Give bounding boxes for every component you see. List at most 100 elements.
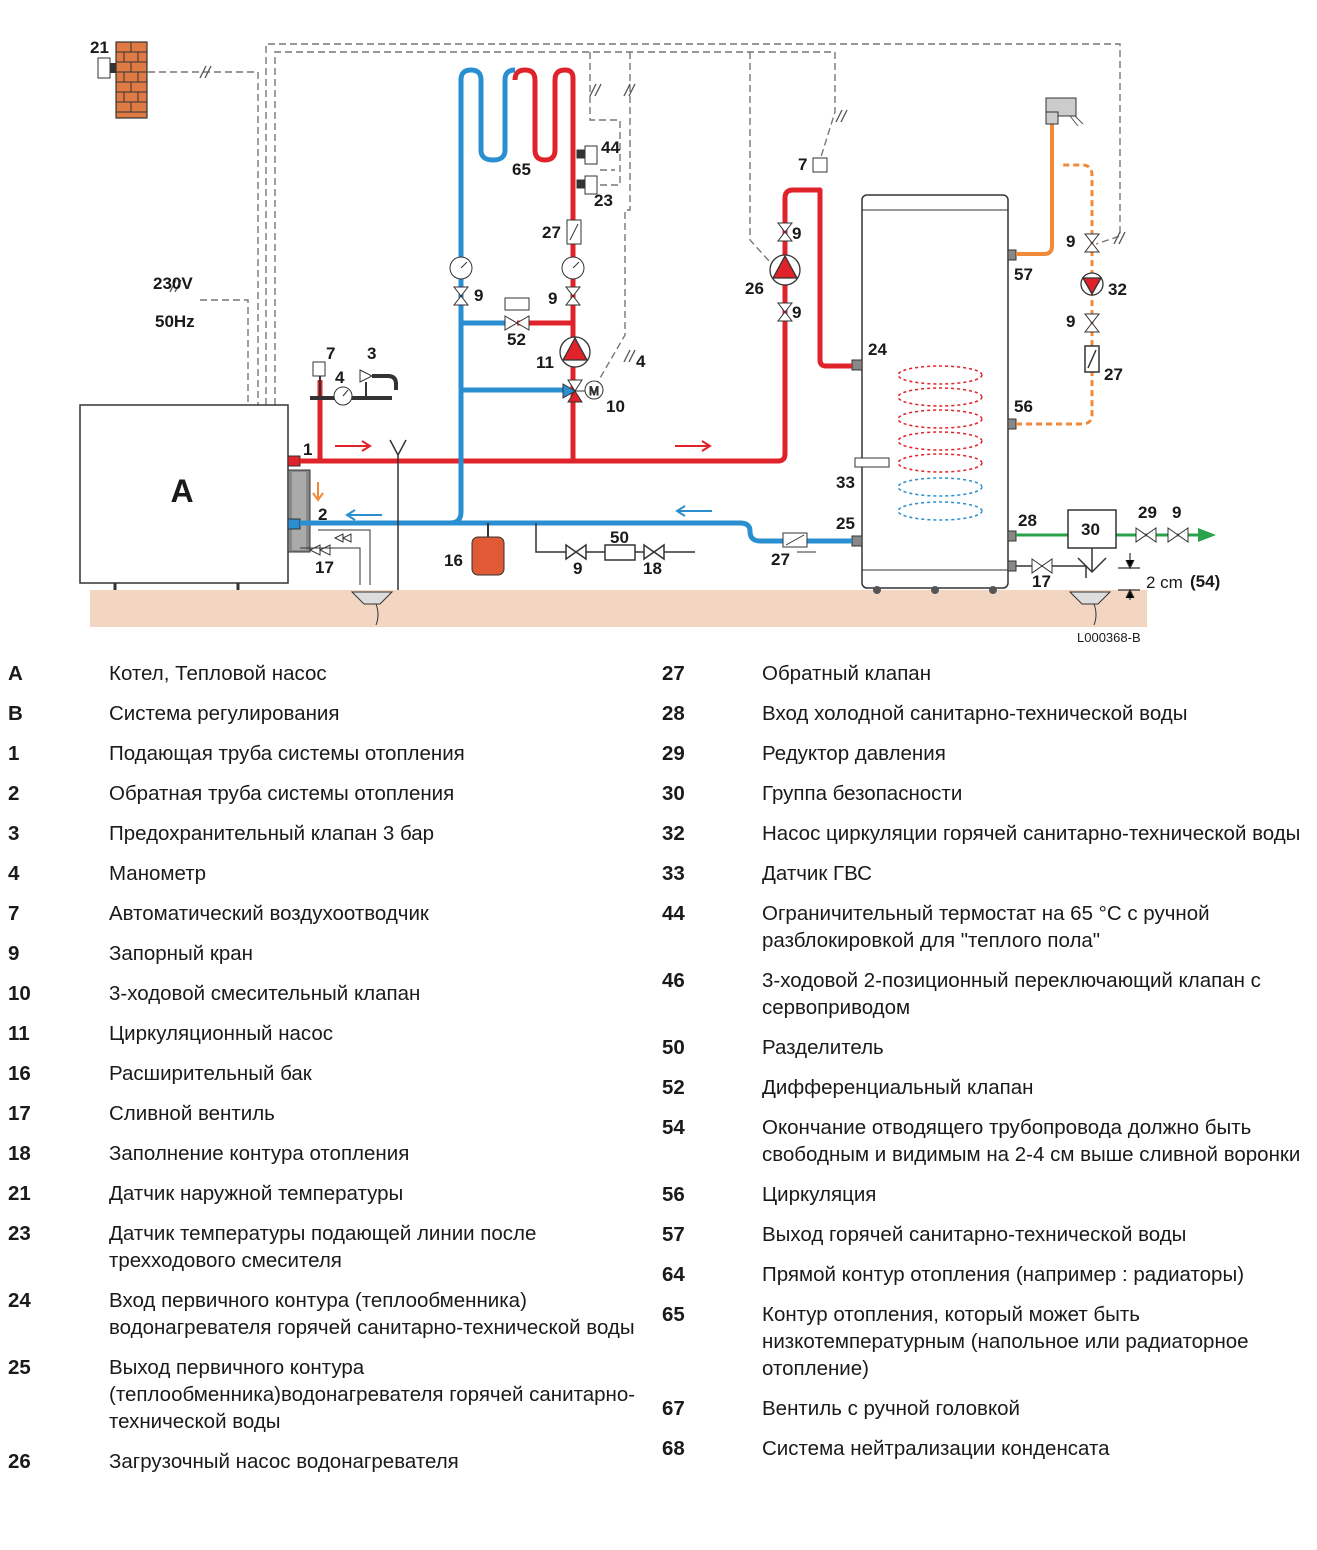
callout-17: 17 [1032,572,1051,591]
callout-26: 26 [745,279,764,298]
drain-funnel-right [1068,591,1112,626]
callout-17: 17 [315,558,334,577]
legend-row: 54 Окончание отводящего трубопровода долж… [662,1114,1312,1168]
callout-7: 7 [326,344,335,363]
callout-29: 29 [1138,503,1157,522]
drain-gap-value: 2 cm [1146,573,1183,592]
legend-code: 44 [662,902,685,925]
callout-52: 52 [507,330,526,349]
legend-code: 9 [8,942,20,965]
floor-heating-sensors [566,145,598,245]
legend-text: Загрузочный насос водонагревателя [109,1450,459,1473]
legend-text: Окончание отводящего трубопровода должно… [762,1116,1301,1166]
callout-25: 25 [836,514,855,533]
legend-code: 1 [8,742,20,765]
legend-row: 2 Обратная труба системы отопления [8,780,648,807]
legend-row: 26 Загрузочный насос водонагревателя [8,1448,648,1475]
safety-group [1067,345,1117,574]
legend-code: 65 [662,1303,685,1326]
callout-21: 21 [90,38,109,57]
legend-text: Обратный клапан [762,662,932,685]
legend-row: 7 Автоматический воздухоотводчик [8,900,648,927]
legend-code: 2 [8,782,20,805]
legend-text: Обратная труба системы отопления [109,782,455,805]
legend-code: 26 [8,1450,31,1473]
power-voltage-label: 230V [153,274,193,293]
legend-code: 54 [662,1116,685,1139]
mixing-valve: M [562,379,604,403]
legend-code: 52 [662,1076,685,1099]
legend-text: Циркуляция [762,1183,877,1206]
legend-row: 30 Группа безопасности [662,780,1312,807]
callout-11: 11 [536,353,554,372]
legend-text: Выход первичного контура (теплообменника… [109,1356,636,1433]
legend-code: 10 [8,982,31,1005]
callout-9: 9 [792,224,801,243]
legend-code: 27 [662,662,685,685]
legend-code: 3 [8,822,20,845]
legend-code: B [8,702,23,725]
callout-3: 3 [367,344,376,363]
callout-10: 10 [606,397,625,416]
legend-code: 32 [662,822,685,845]
callout-27: 27 [771,550,790,569]
legend-text: Манометр [109,862,207,885]
legend-text: 3-ходовой 2-позиционный переключающий кл… [762,969,1261,1019]
legend-code: 17 [8,1102,31,1125]
motor-label: M [589,384,599,398]
drain-gap-dimension [1118,553,1140,600]
legend-code: 16 [8,1062,31,1085]
callout-9: 9 [548,289,557,308]
legend-row: 1 Подающая труба системы отопления [8,740,648,767]
legend-row: 10 3-ходовой смесительный клапан [8,980,648,1007]
legend-text: Группа безопасности [762,782,963,805]
legend-text: 3-ходовой смесительный клапан [109,982,421,1005]
legend-text: Насос циркуляции горячей санитарно-техни… [762,822,1301,845]
wiring-ticks [169,65,1126,363]
control-wiring [148,43,1121,405]
thermometers [449,256,585,280]
legend-text: Подающая труба системы отопления [109,742,465,765]
legend-text: Датчик ГВС [762,862,872,885]
legend-text: Вход первичного контура (теплообменника)… [109,1289,635,1339]
legend-text: Вход холодной санитарно-технической воды [762,702,1188,725]
callout-4: 4 [335,368,345,387]
callout-27: 27 [1104,365,1123,384]
hydraulic-diagram: A [79,38,1220,645]
flow-arrows [312,440,712,521]
return-pipes [300,67,852,544]
legend-code: 7 [8,902,20,925]
shutoff-valves [452,222,1189,574]
callout-33: 33 [836,473,855,492]
legend-code: 30 [662,782,685,805]
legend-row: 16 Расширительный бак [8,1060,648,1087]
callout-44: 44 [601,138,620,157]
legend-text: Автоматический воздухоотводчик [109,902,429,925]
callout-27: 27 [542,223,561,242]
legend-text: Расширительный бак [109,1062,312,1085]
differential-valve [504,297,530,331]
safety-valve-group [310,361,398,406]
legend-code: 50 [662,1036,685,1059]
pumps [559,254,1104,368]
legend-code: 25 [8,1356,31,1379]
legend-code: 57 [662,1223,685,1246]
drain-funnel-left [350,439,407,626]
callout-2: 2 [318,505,327,524]
callout-16: 16 [444,551,463,570]
legend-text: Редуктор давления [762,742,946,765]
callout-57: 57 [1014,265,1033,284]
